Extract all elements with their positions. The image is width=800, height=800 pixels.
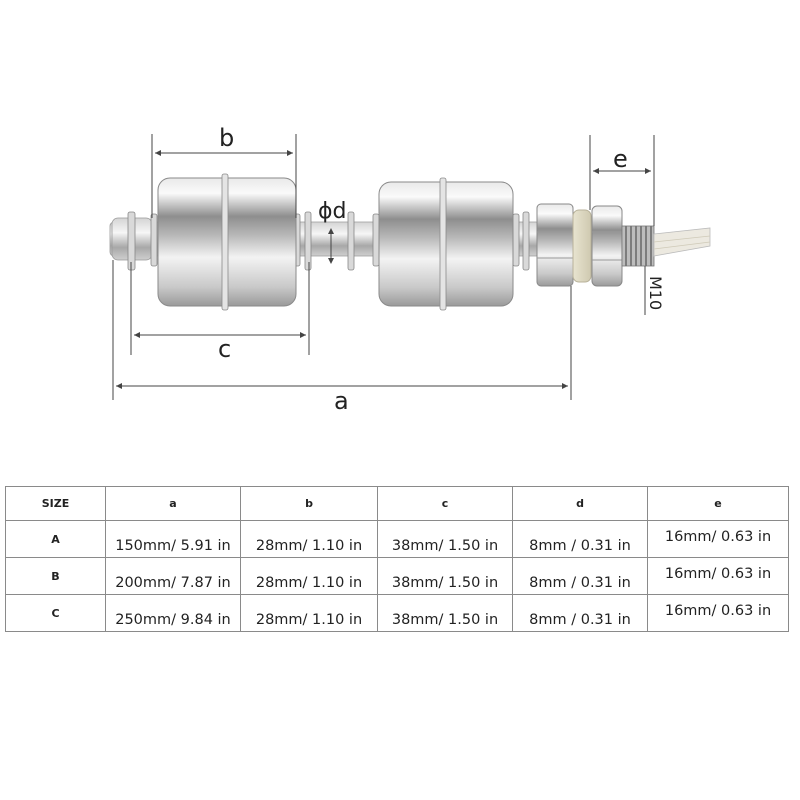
cell-c: 38mm/ 1.50 in bbox=[377, 520, 513, 558]
dimension-label-b: b bbox=[219, 124, 235, 152]
cell-d: 8mm / 0.31 in bbox=[512, 594, 648, 632]
table-row: B 200mm/ 7.87 in 28mm/ 1.10 in 38mm/ 1.5… bbox=[5, 557, 789, 595]
nylon-washer bbox=[572, 209, 592, 283]
cell-e: 16mm/ 0.63 in bbox=[647, 557, 789, 595]
dimension-label-e: e bbox=[613, 145, 628, 173]
cell-size: B bbox=[5, 557, 106, 595]
dimension-lines bbox=[112, 134, 655, 400]
cell-size: C bbox=[5, 594, 106, 632]
header-e: e bbox=[647, 486, 789, 521]
thread-size-label: M10 bbox=[646, 276, 665, 311]
cell-a: 250mm/ 9.84 in bbox=[105, 594, 241, 632]
cell-e: 16mm/ 0.63 in bbox=[647, 594, 789, 632]
header-c: c bbox=[377, 486, 513, 521]
table-header-row: SIZE a b c d e bbox=[5, 486, 789, 521]
cell-b: 28mm/ 1.10 in bbox=[240, 557, 378, 595]
cell-a: 150mm/ 5.91 in bbox=[105, 520, 241, 558]
cell-b: 28mm/ 1.10 in bbox=[240, 520, 378, 558]
cell-a: 200mm/ 7.87 in bbox=[105, 557, 241, 595]
size-spec-table: SIZE a b c d e A 150mm/ 5.91 in 28mm/ 1.… bbox=[5, 486, 789, 632]
header-size: SIZE bbox=[5, 486, 106, 521]
dimension-label-c: c bbox=[218, 335, 232, 363]
hex-nut bbox=[536, 203, 574, 287]
header-b: b bbox=[240, 486, 378, 521]
float-switch-illustration bbox=[109, 134, 711, 400]
float-switch-diagram: b c a ϕd e M10 bbox=[109, 124, 711, 415]
cell-d: 8mm / 0.31 in bbox=[512, 520, 648, 558]
float-2 bbox=[378, 177, 514, 311]
cell-c: 38mm/ 1.50 in bbox=[377, 557, 513, 595]
cable bbox=[653, 227, 711, 257]
header-d: d bbox=[512, 486, 648, 521]
header-a: a bbox=[105, 486, 241, 521]
cell-c: 38mm/ 1.50 in bbox=[377, 594, 513, 632]
cell-e: 16mm/ 0.63 in bbox=[647, 520, 789, 558]
dimension-arrows bbox=[116, 150, 651, 389]
dimension-label-a: a bbox=[334, 387, 349, 415]
table-row: C 250mm/ 9.84 in 28mm/ 1.10 in 38mm/ 1.5… bbox=[5, 594, 789, 632]
lock-nut bbox=[591, 205, 623, 287]
cell-d: 8mm / 0.31 in bbox=[512, 557, 648, 595]
table-row: A 150mm/ 5.91 in 28mm/ 1.10 in 38mm/ 1.5… bbox=[5, 520, 789, 558]
dimension-label-d: ϕd bbox=[318, 199, 347, 224]
threaded-stem bbox=[621, 225, 655, 267]
float-1 bbox=[157, 173, 297, 311]
cell-size: A bbox=[5, 520, 106, 558]
cell-b: 28mm/ 1.10 in bbox=[240, 594, 378, 632]
